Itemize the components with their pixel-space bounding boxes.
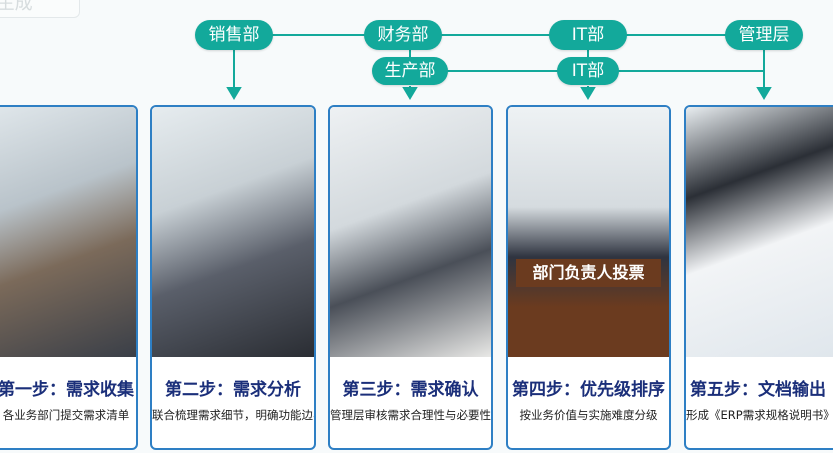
step-desc: 各业务部门提交需求清单 (2, 408, 130, 422)
meeting-photo: 部门负责人投票 (508, 107, 669, 357)
meeting-photo (330, 107, 491, 357)
dept-pill-it: IT部 (549, 20, 627, 50)
step-title: 第一步：需求收集 (0, 380, 134, 400)
dept-pill-it-2: IT部 (557, 57, 619, 85)
step-title: 第三步：需求确认 (342, 380, 479, 400)
arrow-down-icon (226, 87, 242, 100)
watermark: AI生成 (0, 0, 80, 18)
step-title: 第二步：需求分析 (165, 380, 301, 400)
dept-pill-sales: 销售部 (195, 20, 273, 50)
step-desc: 形成《ERP需求规格说明书》 (686, 408, 833, 422)
meeting-photo (0, 107, 136, 357)
step-card-4: 部门负责人投票 第四步：优先级排序 按业务价值与实施难度分级 (506, 105, 671, 450)
step-desc: 按业务价值与实施难度分级 (519, 408, 658, 422)
meeting-photo (152, 107, 314, 357)
step-card-5: 第五步：文档输出 形成《ERP需求规格说明书》 (684, 105, 833, 450)
document-photo (686, 107, 833, 357)
vote-sign: 部门负责人投票 (516, 259, 661, 287)
arrow-down-icon (756, 87, 772, 100)
step-title: 第五步：文档输出 (690, 380, 826, 400)
step-card-1: 第一步：需求收集 各业务部门提交需求清单 (0, 105, 138, 450)
step-card-3: 第三步：需求确认 管理层审核需求合理性与必要性 (328, 105, 493, 450)
dept-pill-production: 生产部 (372, 57, 448, 85)
step-desc: 管理层审核需求合理性与必要性 (330, 408, 491, 422)
connector-lines (226, 34, 772, 100)
step-desc: 联合梳理需求细节，明确功能边界 (152, 408, 316, 422)
arrow-down-icon (402, 87, 418, 100)
step-title: 第四步：优先级排序 (512, 380, 665, 400)
step-card-2: 第二步：需求分析 联合梳理需求细节，明确功能边界 (150, 105, 316, 450)
dept-pill-management: 管理层 (725, 20, 803, 50)
dept-pill-finance: 财务部 (364, 20, 442, 50)
arrow-down-icon (580, 87, 596, 100)
